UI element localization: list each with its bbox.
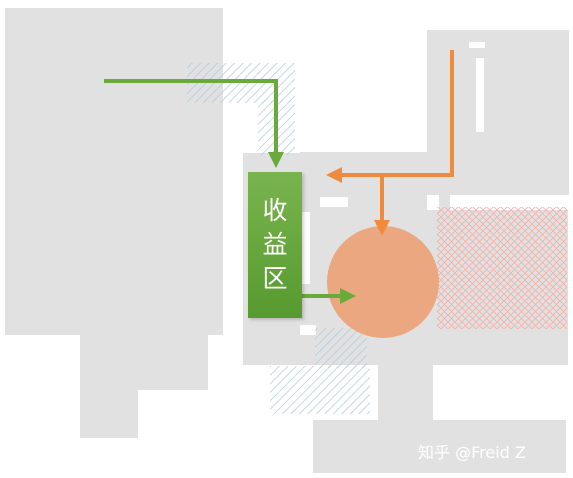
revenue-zone-box: 收益区 [248, 172, 302, 318]
hatched-area-south [270, 366, 370, 414]
gap-central-1 [320, 197, 348, 207]
gap-east-notch [427, 195, 439, 210]
block-large-west [5, 8, 223, 335]
gap-central-2 [302, 212, 310, 284]
block-southwest-lower [80, 385, 138, 438]
revenue-zone-label: 收益区 [262, 196, 288, 293]
gap-central-3 [300, 325, 316, 335]
hotspot-circle [327, 226, 439, 338]
hatched-area-center-south [315, 328, 367, 368]
hatched-area-east [437, 207, 567, 329]
block-southwest [80, 335, 208, 390]
block-south-strip [378, 355, 433, 425]
green-flow-arrow [104, 79, 284, 168]
gap-northeast-1 [469, 42, 485, 48]
orange-flow-arrow [326, 50, 454, 183]
wall-gaps [300, 42, 485, 335]
watermark: 知乎 @Freid Z [418, 443, 526, 462]
block-northeast [427, 30, 569, 195]
block-south [313, 420, 566, 473]
gap-northeast-2 [476, 58, 484, 132]
